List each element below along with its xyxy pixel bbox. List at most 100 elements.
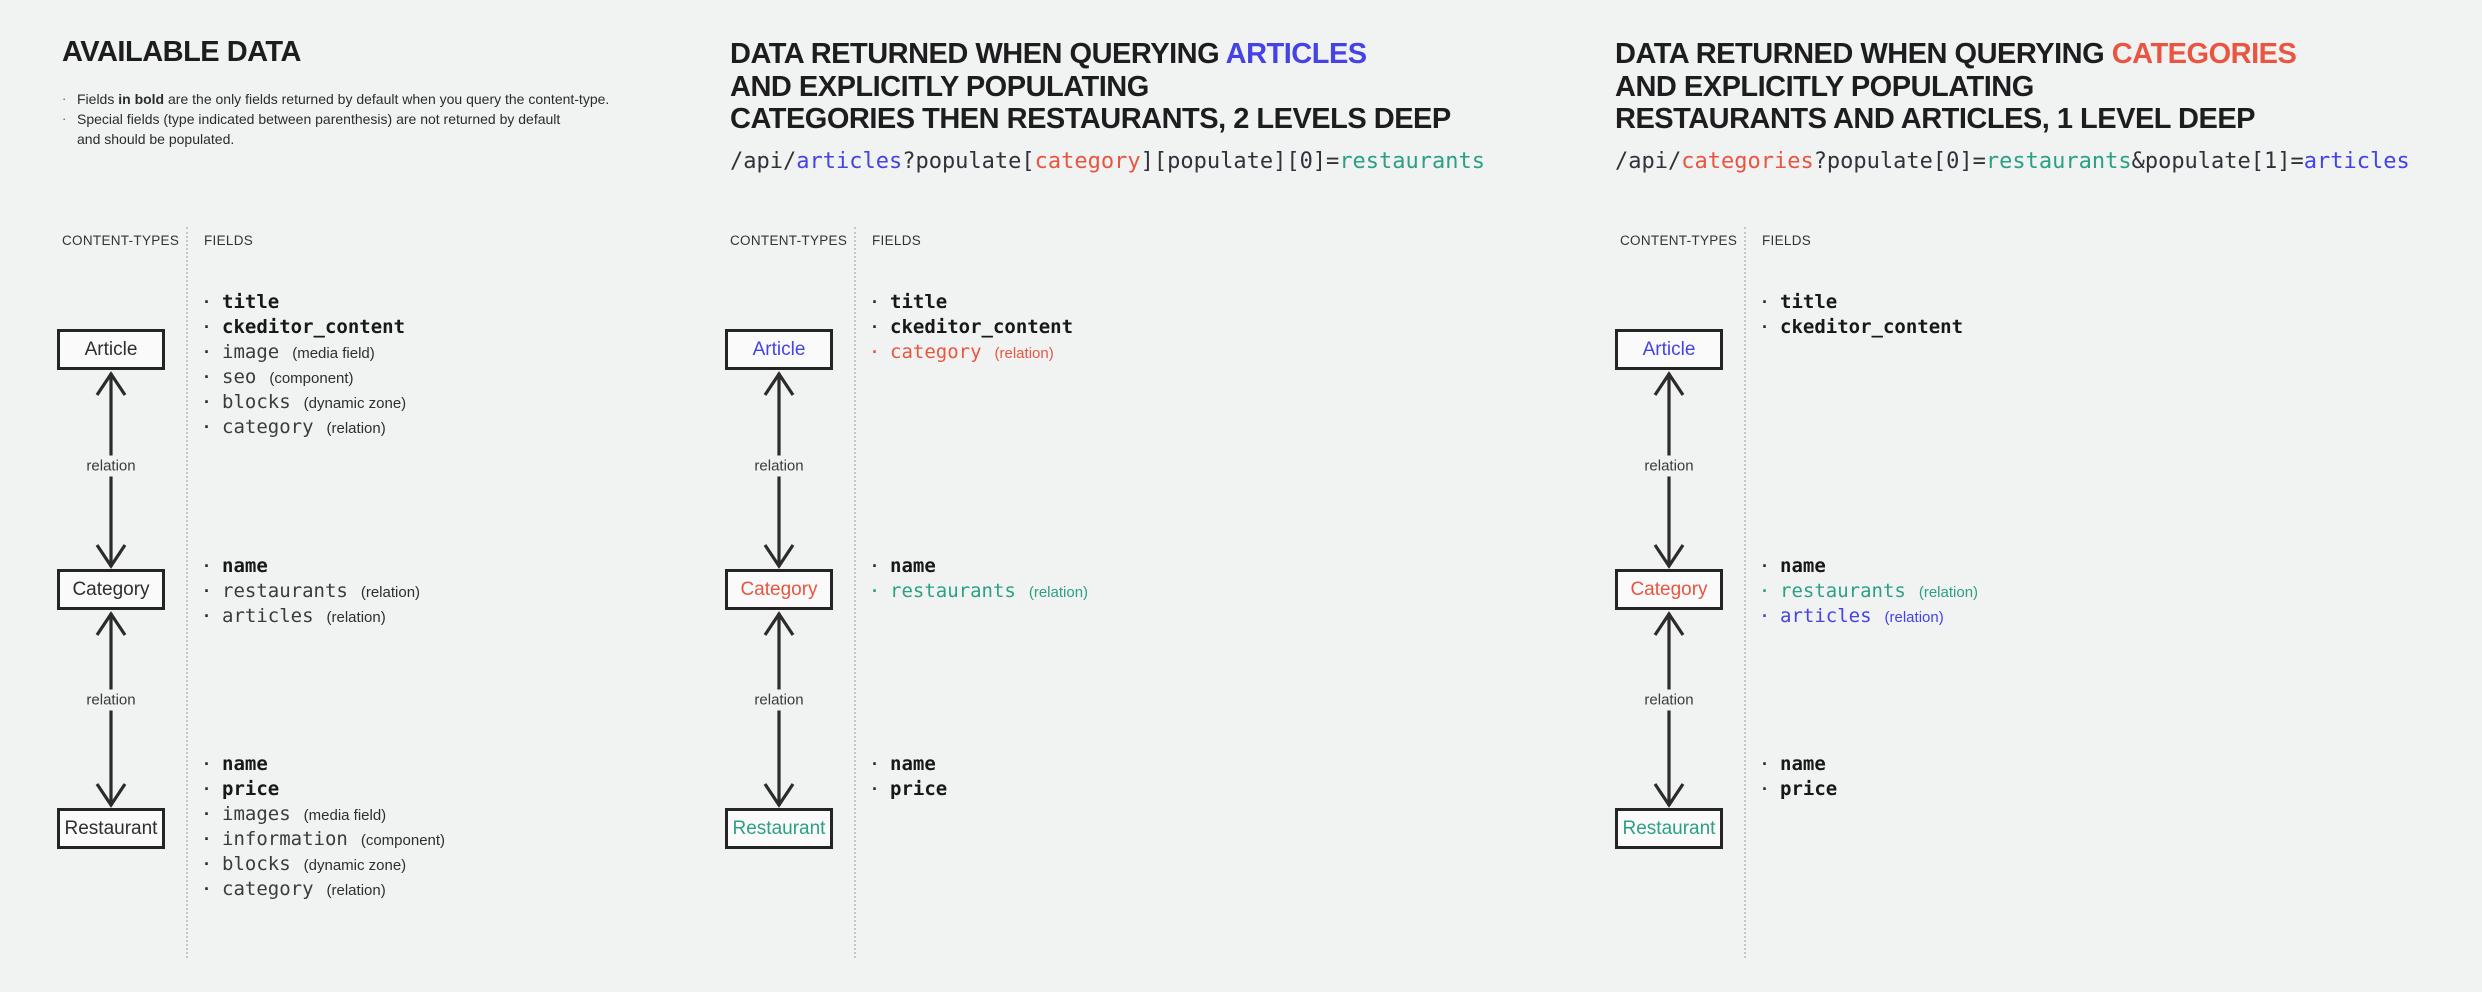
dotted-separator	[186, 227, 188, 958]
bullet-icon: ·	[872, 292, 878, 312]
bullet-icon: ·	[204, 367, 210, 387]
relation-label: relation	[83, 455, 139, 477]
field-row: ·name	[204, 555, 268, 577]
field-row: ·category(relation)	[204, 878, 386, 900]
accent-articles: ARTICLES	[1225, 38, 1368, 70]
notes: · Fields in bold are the only fields ret…	[62, 89, 609, 149]
article-fields: ·title ·ckeditor_content ·image(media fi…	[204, 291, 406, 441]
diagram-query-articles: CONTENT-TYPES FIELDS Article Category Re…	[708, 0, 1348, 992]
category-fields: ·name ·restaurants(relation)	[872, 555, 1088, 605]
bullet-icon: ·	[872, 556, 878, 576]
restaurant-box: Restaurant	[725, 808, 833, 849]
dotted-separator	[1744, 227, 1746, 958]
restaurant-box: Restaurant	[57, 808, 165, 849]
bullet-icon: ·	[204, 556, 210, 576]
bullet-icon: ·	[1762, 292, 1768, 312]
field-row: ·category(relation)	[872, 341, 1054, 363]
restaurant-fields: ·name ·price	[1762, 753, 1837, 803]
content-types-label: CONTENT-TYPES	[1620, 233, 1738, 248]
field-row: ·image(media field)	[204, 341, 375, 363]
category-fields: ·name ·restaurants(relation) ·articles(r…	[1762, 555, 1978, 630]
bullet-icon: ·	[204, 804, 210, 824]
bullet-icon: ·	[872, 581, 878, 601]
category-fields: ·name ·restaurants(relation) ·articles(r…	[204, 555, 420, 630]
field-row: ·name	[1762, 753, 1826, 775]
page-title: AVAILABLE DATA	[62, 36, 301, 68]
relation-label: relation	[1641, 455, 1697, 477]
content-types-label: CONTENT-TYPES	[730, 233, 848, 248]
bullet-icon: ·	[204, 879, 210, 899]
title-line: DATA RETURNED WHEN QUERYING ARTICLES	[730, 38, 1368, 70]
bullet-icon: ·	[204, 754, 210, 774]
api-query-categories: /api/categories?populate[0]=restaurants&…	[1615, 148, 2410, 174]
restaurant-box: Restaurant	[1615, 808, 1723, 849]
category-box: Category	[57, 569, 165, 610]
bullet-icon: ·	[1762, 556, 1768, 576]
field-row: ·name	[872, 753, 936, 775]
field-row: ·price	[872, 778, 948, 800]
field-row: ·category(relation)	[204, 416, 386, 438]
bullet-icon: ·	[872, 779, 878, 799]
bullet-icon: ·	[204, 581, 210, 601]
title-line: AND EXPLICITLY POPULATING	[1615, 70, 2034, 103]
field-row: ·images(media field)	[204, 803, 387, 825]
accent-categories: CATEGORIES	[2111, 38, 2297, 70]
query-articles-header: DATA RETURNED WHEN QUERYING ARTICLES AND…	[730, 38, 1485, 174]
field-row: ·title	[872, 291, 948, 313]
field-row: ·ckeditor_content	[204, 316, 406, 338]
fields-label: FIELDS	[1762, 233, 1812, 248]
bullet-icon: ·	[62, 90, 67, 106]
article-fields: ·title ·ckeditor_content	[1762, 291, 1963, 341]
field-row: ·name	[1762, 555, 1826, 577]
title-line: DATA RETURNED WHEN QUERYING CATEGORIES	[1615, 38, 2297, 70]
bullet-icon: ·	[872, 317, 878, 337]
category-box: Category	[725, 569, 833, 610]
bullet-icon: ·	[1762, 754, 1768, 774]
field-row: ·restaurants(relation)	[204, 580, 421, 602]
field-row: ·name	[872, 555, 936, 577]
note-special-fields: · Special fields (type indicated between…	[62, 110, 561, 127]
title-line: CATEGORIES THEN RESTAURANTS, 2 LEVELS DE…	[730, 103, 1451, 135]
relation-label: relation	[83, 689, 139, 711]
fields-label: FIELDS	[872, 233, 922, 248]
restaurant-fields: ·name ·price	[872, 753, 947, 803]
article-box: Article	[57, 329, 165, 370]
restaurant-fields: ·name ·price ·images(media field) ·infor…	[204, 753, 445, 903]
bullet-icon: ·	[1762, 606, 1768, 626]
field-row: ·restaurants(relation)	[872, 580, 1089, 602]
article-box: Article	[725, 329, 833, 370]
field-row: ·articles(relation)	[1762, 605, 1944, 627]
field-row: ·price	[1762, 778, 1838, 800]
field-row: ·restaurants(relation)	[1762, 580, 1979, 602]
relation-label: relation	[751, 689, 807, 711]
field-row: ·title	[204, 291, 280, 313]
bullet-icon: ·	[1762, 779, 1768, 799]
api-query-articles: /api/articles?populate[category][populat…	[730, 148, 1486, 174]
query-categories-header: DATA RETURNED WHEN QUERYING CATEGORIES A…	[1615, 38, 2410, 174]
relation-label: relation	[751, 455, 807, 477]
field-row: ·price	[204, 778, 280, 800]
bullet-icon: ·	[872, 342, 878, 362]
field-row: ·blocks(dynamic zone)	[204, 391, 407, 413]
bullet-icon: ·	[204, 606, 210, 626]
bullet-icon: ·	[204, 417, 210, 437]
bullet-icon: ·	[204, 292, 210, 312]
field-row: ·blocks(dynamic zone)	[204, 853, 407, 875]
bullet-icon: ·	[204, 392, 210, 412]
available-data-header: AVAILABLE DATA · Fields in bold are the …	[62, 36, 609, 149]
field-row: ·ckeditor_content	[1762, 316, 1964, 338]
article-box: Article	[1615, 329, 1723, 370]
bullet-icon: ·	[1762, 581, 1768, 601]
bullet-icon: ·	[204, 342, 210, 362]
diagram-available-data: CONTENT-TYPES FIELDS Article Category Re…	[40, 0, 680, 992]
bullet-icon: ·	[1762, 317, 1768, 337]
title-line: RESTAURANTS AND ARTICLES, 1 LEVEL DEEP	[1615, 103, 2256, 135]
dotted-separator	[854, 227, 856, 958]
field-row: ·ckeditor_content	[872, 316, 1074, 338]
note-bold-fields: · Fields in bold are the only fields ret…	[62, 90, 610, 107]
bullet-icon: ·	[872, 754, 878, 774]
field-row: ·information(component)	[204, 828, 446, 850]
article-fields: ·title ·ckeditor_content ·category(relat…	[872, 291, 1073, 366]
bullet-icon: ·	[204, 317, 210, 337]
